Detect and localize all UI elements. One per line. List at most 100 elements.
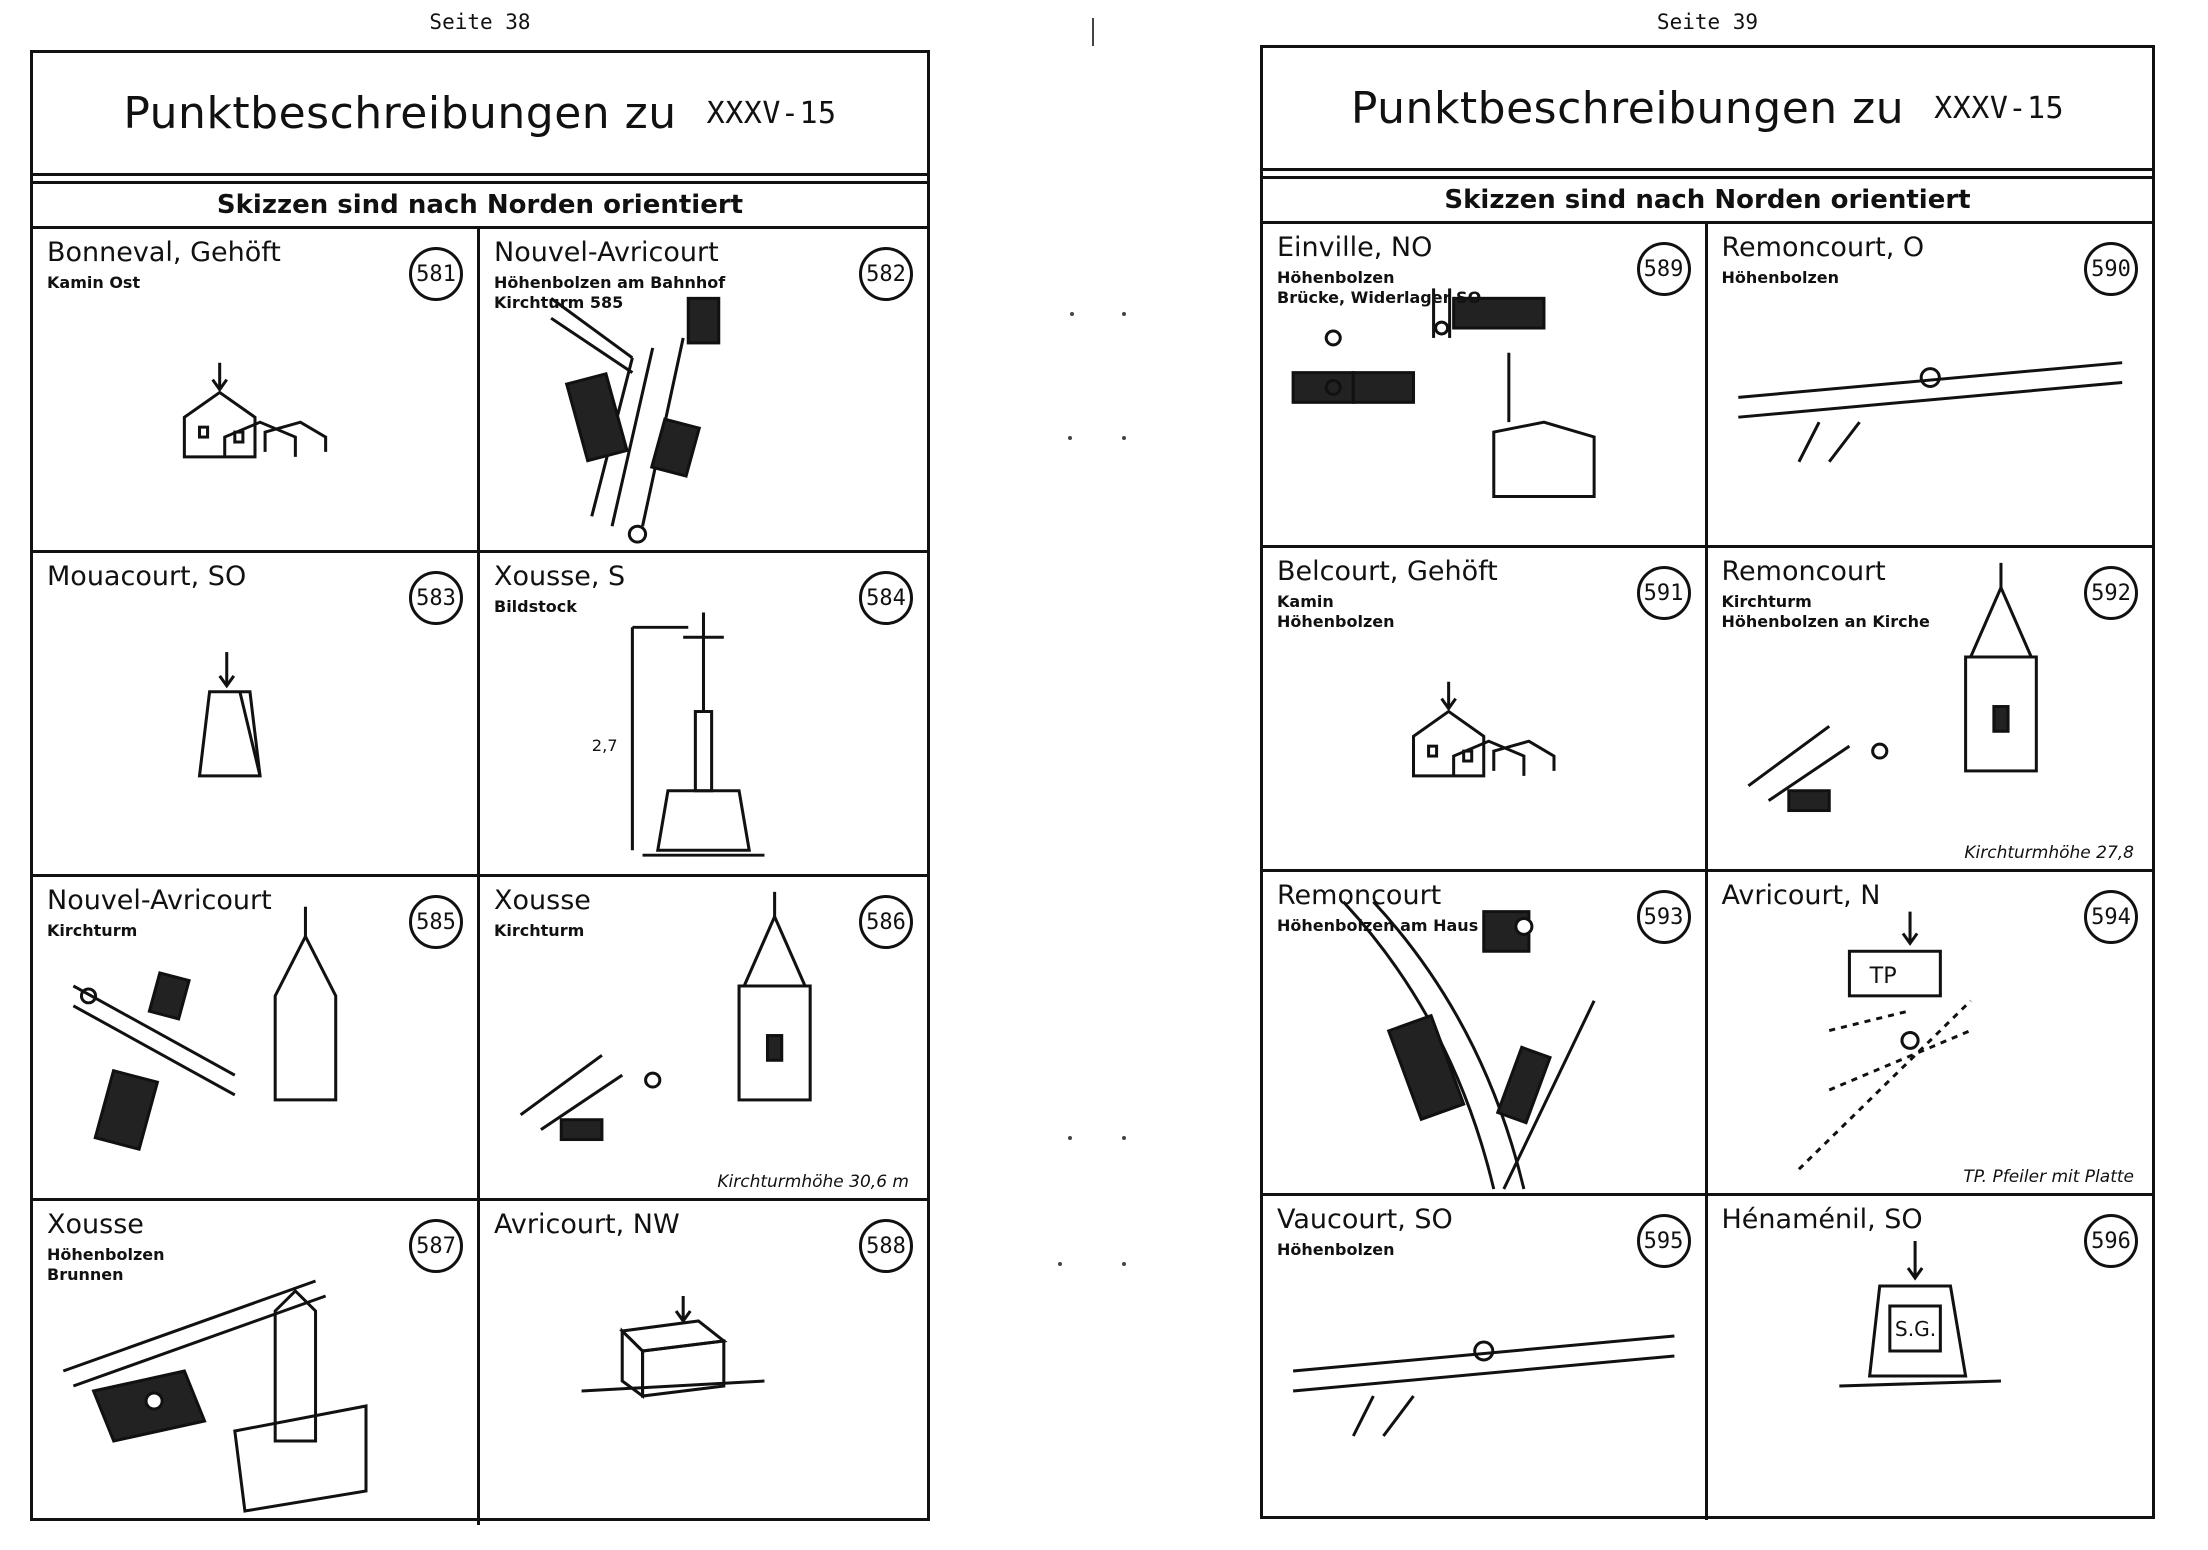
- point-number-badge: 595: [1636, 1214, 1691, 1268]
- tp-pillar-icon: TP: [1797, 911, 1972, 1171]
- point-title: Avricourt, NW: [494, 1209, 680, 1240]
- svg-text:TP: TP: [1868, 964, 1896, 989]
- title-sheet-number: XXXV-15: [1934, 90, 2065, 126]
- point-number-badge: 587: [409, 1219, 463, 1273]
- point-number-badge: 596: [2084, 1214, 2138, 1268]
- point-description: Höhenbolzen: [1721, 268, 1840, 287]
- point-cell-584: 2,7 Xousse, S Bildstock 584: [480, 553, 927, 877]
- point-number-badge: 588: [859, 1219, 913, 1273]
- title-text: Punktbeschreibungen zu: [123, 87, 677, 139]
- description-sheet: Punktbeschreibungen zu XXXV-15 Skizzen s…: [1260, 45, 2155, 1520]
- page-number: Seite 39: [1656, 10, 1759, 34]
- page-fold-mark: [1092, 18, 1094, 46]
- point-title: Remoncourt: [1277, 880, 1442, 911]
- point-title: Xousse: [47, 1209, 144, 1240]
- point-description: Höhenbolzen am Bahnhof Kirchturm 585: [494, 273, 726, 312]
- point-title: Nouvel-Avricourt: [47, 885, 272, 916]
- scan-dot: [1122, 1136, 1126, 1140]
- scan-dot: [1122, 436, 1126, 440]
- point-description: Kirchturm Höhenbolzen an Kirche: [1721, 592, 1930, 631]
- point-number-badge: 594: [2084, 890, 2138, 944]
- point-cell-596: S.G. Hénaménil, SO 596: [1708, 1196, 2153, 1520]
- point-description: Höhenbolzen am Haus: [1277, 916, 1479, 935]
- page-title: Punktbeschreibungen zu XXXV-15: [1263, 48, 2152, 171]
- point-number-badge: 592: [2084, 566, 2138, 620]
- scan-dot: [1058, 1262, 1062, 1266]
- page-title: Punktbeschreibungen zu XXXV-15: [33, 53, 927, 176]
- scan-dot: [1070, 312, 1074, 316]
- point-cell-589: Einville, NO Höhenbolzen Brücke, Widerlag…: [1263, 224, 1708, 548]
- scan-dot: [1122, 1262, 1126, 1266]
- point-description: Kamin Höhenbolzen: [1277, 592, 1395, 631]
- page-number: Seite 38: [429, 10, 531, 34]
- svg-text:2,7: 2,7: [592, 736, 618, 755]
- block-icon: [581, 1296, 765, 1399]
- point-description: Kirchturm: [47, 921, 138, 940]
- point-title: Nouvel-Avricourt: [494, 237, 719, 268]
- point-description: Kirchturm: [494, 921, 585, 940]
- point-title: Remoncourt: [1721, 556, 1886, 587]
- point-description: Höhenbolzen Brunnen: [47, 1245, 165, 1284]
- bridge-icon: [1291, 288, 1596, 498]
- point-title: Mouacourt, SO: [47, 561, 247, 592]
- description-sheet: Punktbeschreibungen zu XXXV-15 Skizzen s…: [30, 50, 930, 1525]
- point-description: Höhenbolzen: [1277, 1240, 1395, 1259]
- orientation-note: Skizzen sind nach Norden orientiert: [1263, 176, 2152, 224]
- point-description: Höhenbolzen Brücke, Widerlager SO: [1277, 268, 1482, 307]
- farm-house-icon: [182, 362, 328, 459]
- road-marker-icon: [1292, 1334, 1675, 1437]
- point-grid: Einville, NO Höhenbolzen Brücke, Widerlag…: [1263, 224, 2152, 1520]
- point-number-badge: 589: [1636, 242, 1691, 296]
- point-title: Remoncourt, O: [1721, 232, 1925, 263]
- church-spire-icon: [519, 891, 812, 1142]
- point-number-badge: 593: [1636, 890, 1691, 944]
- church-map-icon: [72, 906, 338, 1152]
- road-marker-icon: [1737, 361, 2122, 463]
- pillar-icon: [197, 652, 262, 778]
- svg-text:S.G.: S.G.: [1894, 1317, 1935, 1341]
- point-description: Bildstock: [494, 597, 577, 616]
- point-footnote: Kirchturmhöhe 30,6 m: [717, 1172, 909, 1192]
- title-sheet-number: XXXV-15: [706, 95, 837, 131]
- point-number-badge: 586: [859, 895, 913, 949]
- point-number-badge: 584: [859, 571, 913, 625]
- point-number-badge: 583: [409, 571, 463, 625]
- point-number-badge: 582: [859, 247, 913, 301]
- point-title: Belcourt, Gehöft: [1277, 556, 1498, 587]
- point-footnote: Kirchturmhöhe 27,8: [1964, 843, 2134, 863]
- point-title: Bonneval, Gehöft: [47, 237, 281, 268]
- scan-dot: [1122, 312, 1126, 316]
- point-number-badge: 581: [409, 247, 463, 301]
- boundary-stone-icon: S.G.: [1838, 1241, 2001, 1388]
- point-description: Kamin Ost: [47, 273, 141, 292]
- point-title: Hénaménil, SO: [1721, 1204, 1923, 1235]
- wayside-cross-icon: 2,7: [592, 612, 765, 857]
- scan-dot: [1068, 436, 1072, 440]
- scan-dot: [1068, 1136, 1072, 1140]
- point-number-badge: 590: [2084, 242, 2138, 296]
- point-number-badge: 585: [409, 895, 463, 949]
- point-title: Avricourt, N: [1721, 880, 1881, 911]
- station-map-icon: [550, 296, 721, 544]
- farm-house-icon: [1412, 681, 1556, 778]
- church-spire-icon: [1746, 562, 2038, 813]
- point-number-badge: 591: [1636, 566, 1691, 620]
- point-title: Xousse: [494, 885, 591, 916]
- point-cell-583: Mouacourt, SO 583: [33, 553, 480, 877]
- point-cell-590: Remoncourt, O Höhenbolzen 590: [1707, 224, 2152, 548]
- point-title: Einville, NO: [1277, 232, 1433, 263]
- crossroad-map-icon: [1342, 900, 1596, 1190]
- point-cell-588: Avricourt, NW 588: [480, 1201, 927, 1525]
- point-title: Xousse, S: [494, 561, 626, 592]
